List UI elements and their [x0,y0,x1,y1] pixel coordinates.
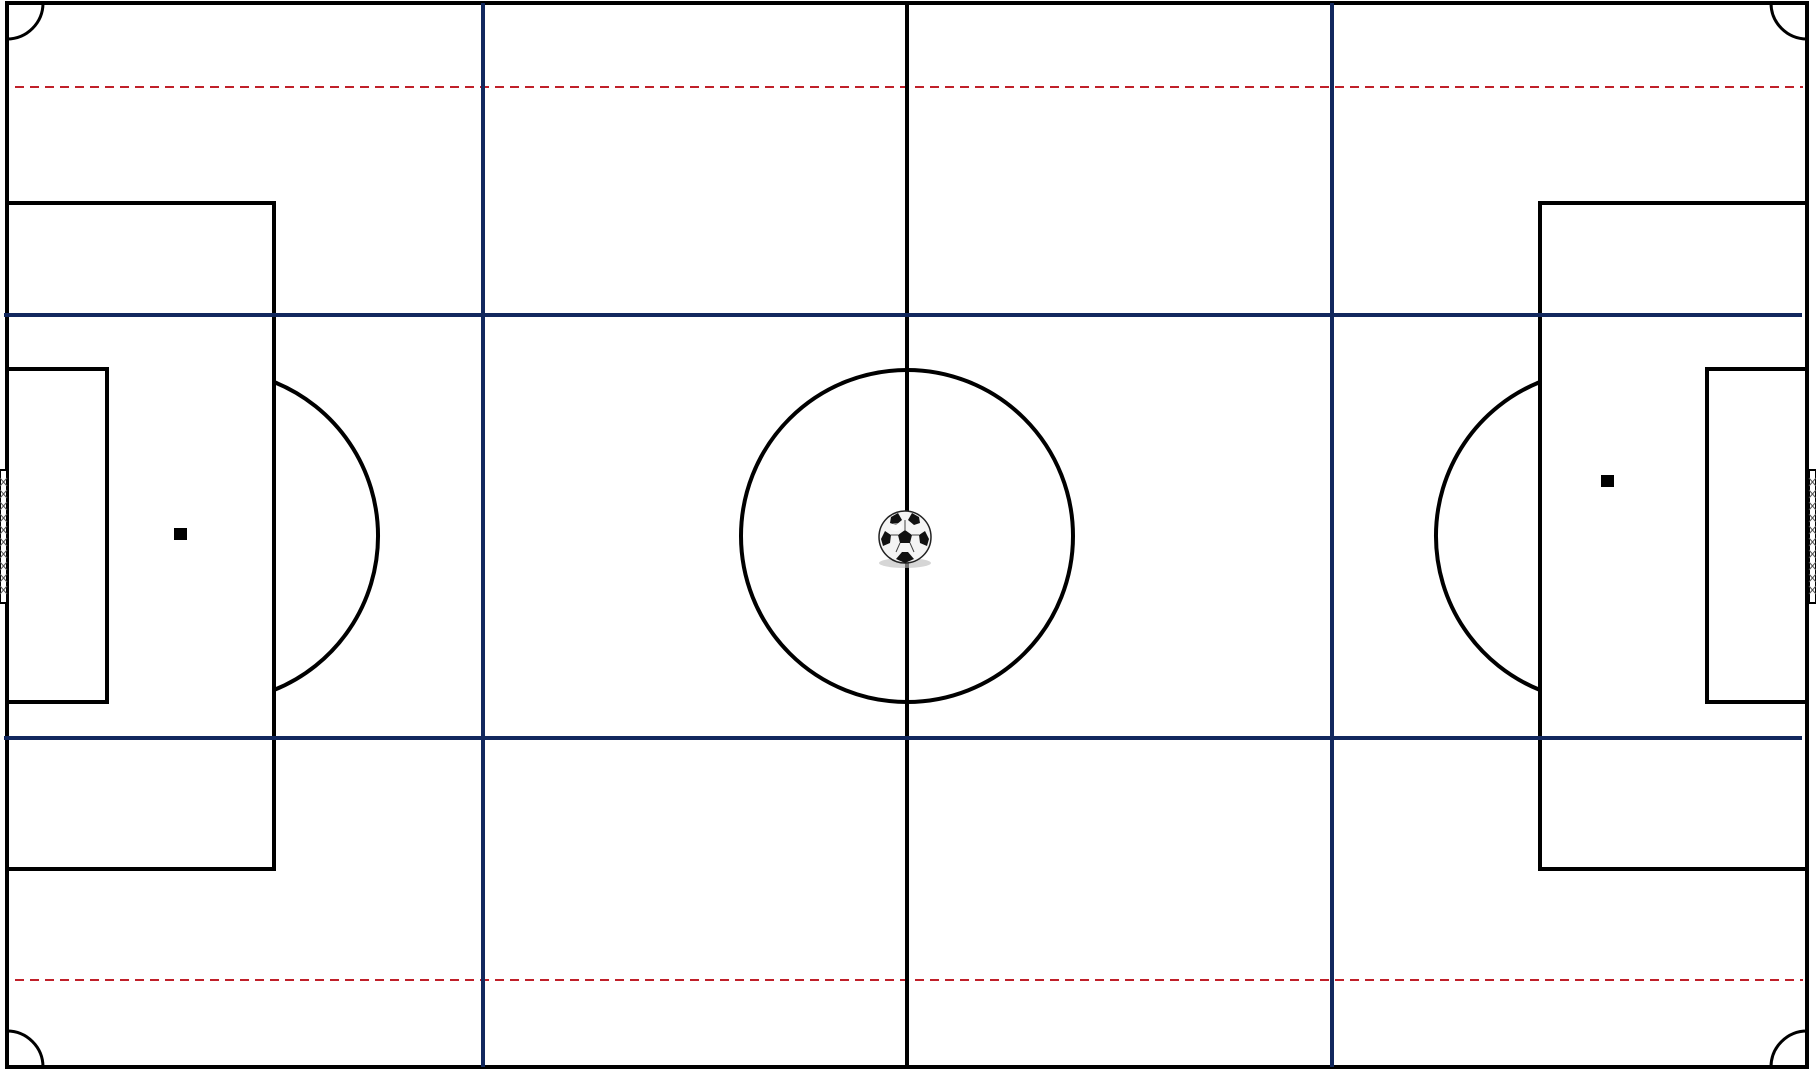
corner-arc-bottom-left [7,1031,43,1067]
goal-left [0,470,7,603]
penalty-spot-left [174,528,187,540]
corner-arc-top-right [1771,3,1807,39]
soccer-ball-icon[interactable] [879,511,931,568]
penalty-arc-left [274,382,378,690]
penalty-area-left [7,203,274,869]
goal-right [1809,470,1816,603]
penalty-area-right [1540,203,1807,869]
corner-arc-bottom-right [1771,1031,1807,1067]
goal-area-right [1707,369,1807,702]
penalty-arc-right [1436,382,1540,690]
goal-area-left [7,369,107,702]
penalty-spot-right [1601,475,1614,487]
corner-arc-top-left [7,3,43,39]
